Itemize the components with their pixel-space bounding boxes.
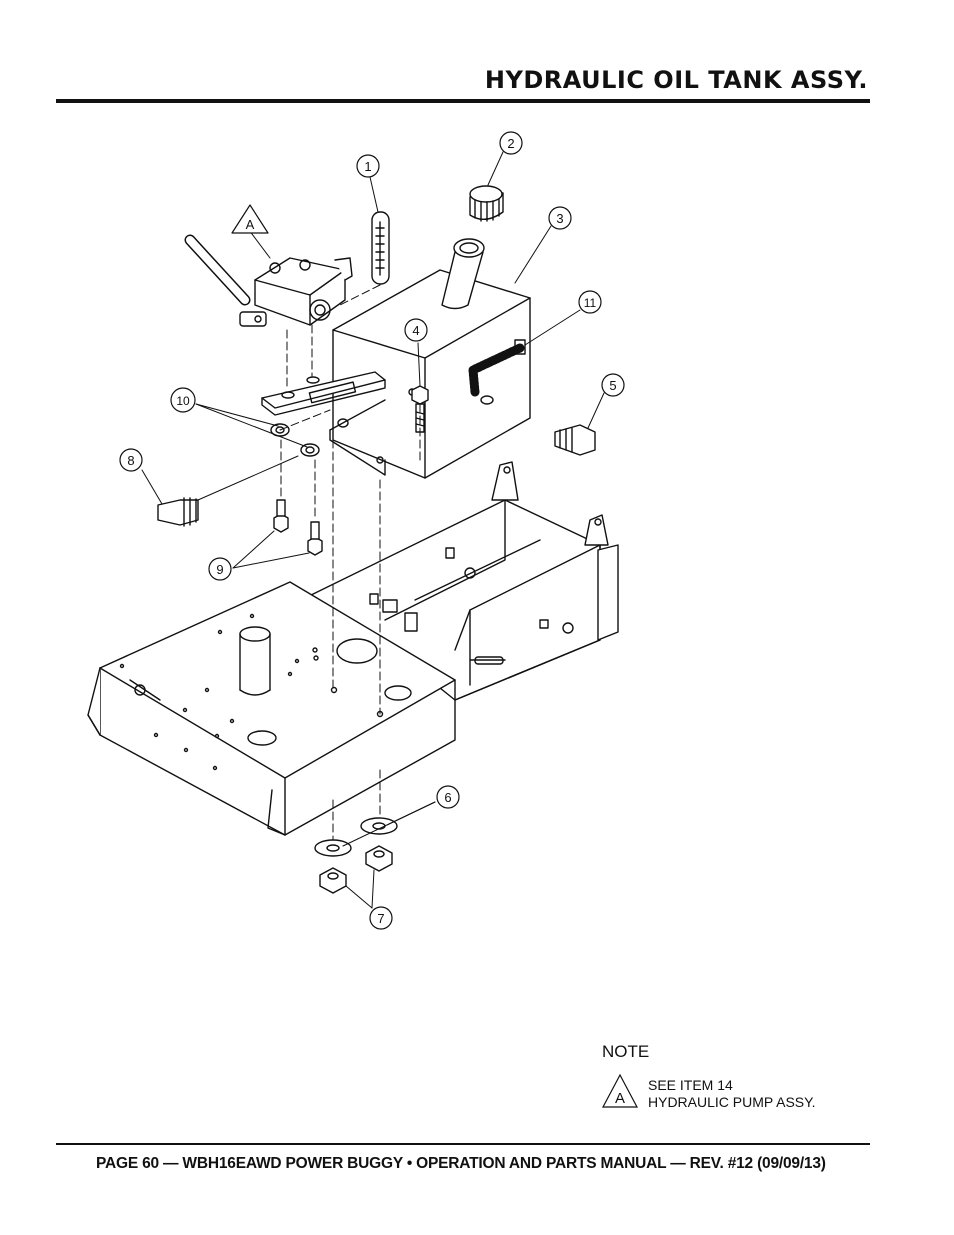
header-rule [56, 99, 870, 103]
note-line-2: HYDRAULIC PUMP ASSY. [648, 1094, 816, 1110]
page-title: HYDRAULIC OIL TANK ASSY. [484, 66, 868, 94]
callout-6: 6 [444, 790, 451, 805]
assembly-lines [279, 284, 421, 841]
leader-lines [141, 151, 605, 909]
sight-gauge [371, 211, 390, 285]
mounting-bolts [273, 499, 323, 556]
deck-plate [87, 581, 456, 836]
callout-1: 1 [364, 159, 371, 174]
callout-ref-a: A [246, 217, 255, 232]
callout-3: 3 [556, 211, 563, 226]
footer-rule [56, 1143, 870, 1145]
pipe-fitting-left [157, 497, 199, 527]
pipe-fitting-right [554, 424, 596, 456]
mounting-bracket [261, 371, 386, 476]
hydraulic-tank [332, 238, 531, 479]
washers-and-nuts [314, 817, 398, 894]
callout-8: 8 [127, 453, 134, 468]
cage-nuts [270, 423, 320, 457]
callout-5: 5 [609, 378, 616, 393]
note-heading: NOTE [602, 1042, 650, 1061]
note-symbol: A [602, 1073, 638, 1108]
page-footer: PAGE 60 — WBH16EAWD POWER BUGGY • OPERAT… [96, 1155, 826, 1172]
callout-10: 10 [176, 394, 190, 408]
callout-2: 2 [507, 136, 514, 151]
note-symbol-letter: A [615, 1090, 625, 1107]
control-valve [184, 234, 353, 327]
note-text: SEE ITEM 14 HYDRAULIC PUMP ASSY. [648, 1077, 816, 1111]
callout-4: 4 [412, 323, 419, 338]
callout-shapes [119, 131, 625, 930]
filler-cap [469, 185, 504, 222]
callout-7: 7 [377, 911, 384, 926]
note-line-1: SEE ITEM 14 [648, 1077, 733, 1093]
callout-9: 9 [216, 562, 223, 577]
callout-11: 11 [584, 296, 597, 310]
